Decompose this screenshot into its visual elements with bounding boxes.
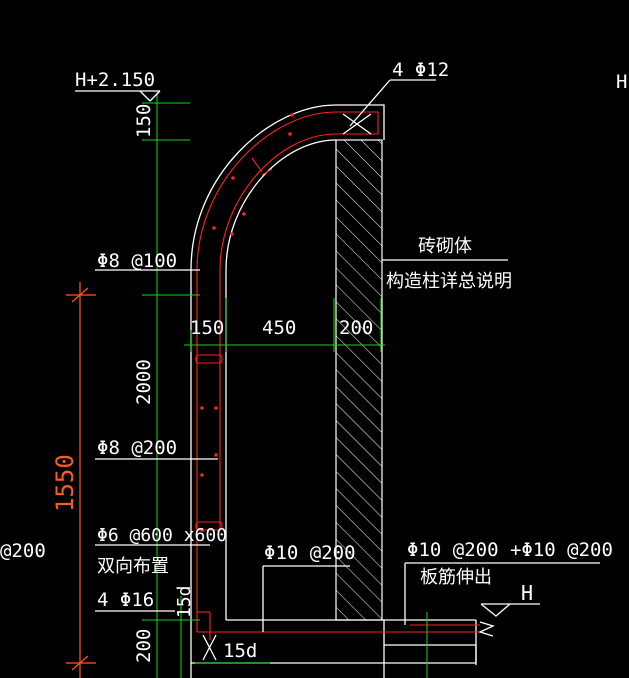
dim-200: 200 <box>339 317 373 339</box>
top-elevation-label: H+2.150 <box>75 69 155 91</box>
rebar-mid-label: Φ10 @200 <box>264 542 356 564</box>
slab-note-label: 板筋伸出 <box>420 567 492 588</box>
stirrup-label-1: Φ8 @100 <box>97 250 177 272</box>
dim-15d-horizontal: 15d <box>223 640 257 662</box>
dim-150-top: 150 <box>133 104 155 138</box>
dim-200-bottom: 200 <box>133 629 155 663</box>
dim-1550: 1550 <box>51 454 79 512</box>
top-rebar-label: 4 Φ12 <box>392 59 449 81</box>
brick-label: 砖砌体 <box>418 236 472 257</box>
dim-150: 150 <box>190 317 224 339</box>
level-right-label: H <box>521 581 533 605</box>
edge-partial-label: H <box>616 71 627 93</box>
dim-2000: 2000 <box>133 359 155 405</box>
corner-rebar-label: 4 Φ16 <box>97 589 154 611</box>
leader-lines <box>75 79 600 637</box>
concrete-outline <box>190 104 477 678</box>
rebar-right-label: Φ10 @200 +Φ10 @200 <box>407 539 613 561</box>
rebar-lines <box>195 111 480 640</box>
dim-15d-vertical: 15d <box>174 585 195 618</box>
dim-450: 450 <box>262 317 296 339</box>
stirrup-label-2: Φ8 @200 <box>97 437 177 459</box>
overall-dimension <box>66 282 96 678</box>
dimension-lines <box>142 92 428 678</box>
brick-wall-hatch <box>335 139 383 621</box>
left-partial-label: @200 <box>0 540 46 562</box>
column-note-label: 构造柱详总说明 <box>386 271 512 292</box>
tie-note-label: 双向布置 <box>97 556 169 577</box>
tie-label: Φ6 @600 x600 <box>97 525 227 546</box>
corner-bar-marks <box>202 113 372 661</box>
